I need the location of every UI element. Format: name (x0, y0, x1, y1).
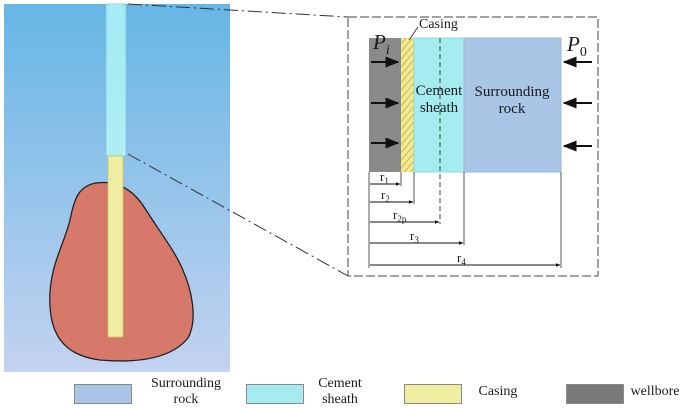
cement-label-line1: Cement (416, 83, 463, 99)
casing-column (107, 155, 124, 338)
legend: Surrounding rock Cement sheath Casing we… (0, 372, 685, 407)
legend-swatch-wellbore (566, 384, 624, 404)
dim-r2-label: r2 (381, 187, 390, 204)
cement-label-line2: sheath (420, 100, 459, 116)
casing-leader (408, 26, 419, 41)
dim-r3-label: r3 (410, 228, 419, 245)
legend-label-cement-sheath: Cement sheath (318, 376, 362, 407)
p0-label: P0 (566, 32, 587, 60)
wellbore-layer (369, 38, 401, 172)
legend-label-wellbore: wellbore (630, 384, 680, 399)
leader-line-top (127, 3, 349, 18)
cement-layer (413, 37, 465, 173)
legend-label-casing: Casing (478, 384, 518, 399)
dim-r4-label: r4 (457, 250, 466, 267)
dim-r2p-label: r2p (393, 207, 407, 224)
casing-label: Casing (419, 17, 458, 32)
legend-swatch-surrounding-rock (74, 384, 132, 404)
dim-r1-label: r1 (380, 169, 389, 186)
legend-swatch-casing (404, 384, 462, 404)
rock-label-line2: rock (499, 101, 526, 117)
casing-layer (401, 38, 414, 172)
legend-label-surrounding-rock: Surrounding rock (151, 376, 221, 407)
legend-swatch-cement-sheath (246, 384, 304, 404)
rock-layer (463, 37, 562, 173)
pi-label: Pi (372, 30, 390, 58)
cement-column-inner (109, 4, 123, 156)
rock-label-line1: Surrounding (475, 84, 551, 100)
leader-line-bottom (127, 153, 349, 277)
